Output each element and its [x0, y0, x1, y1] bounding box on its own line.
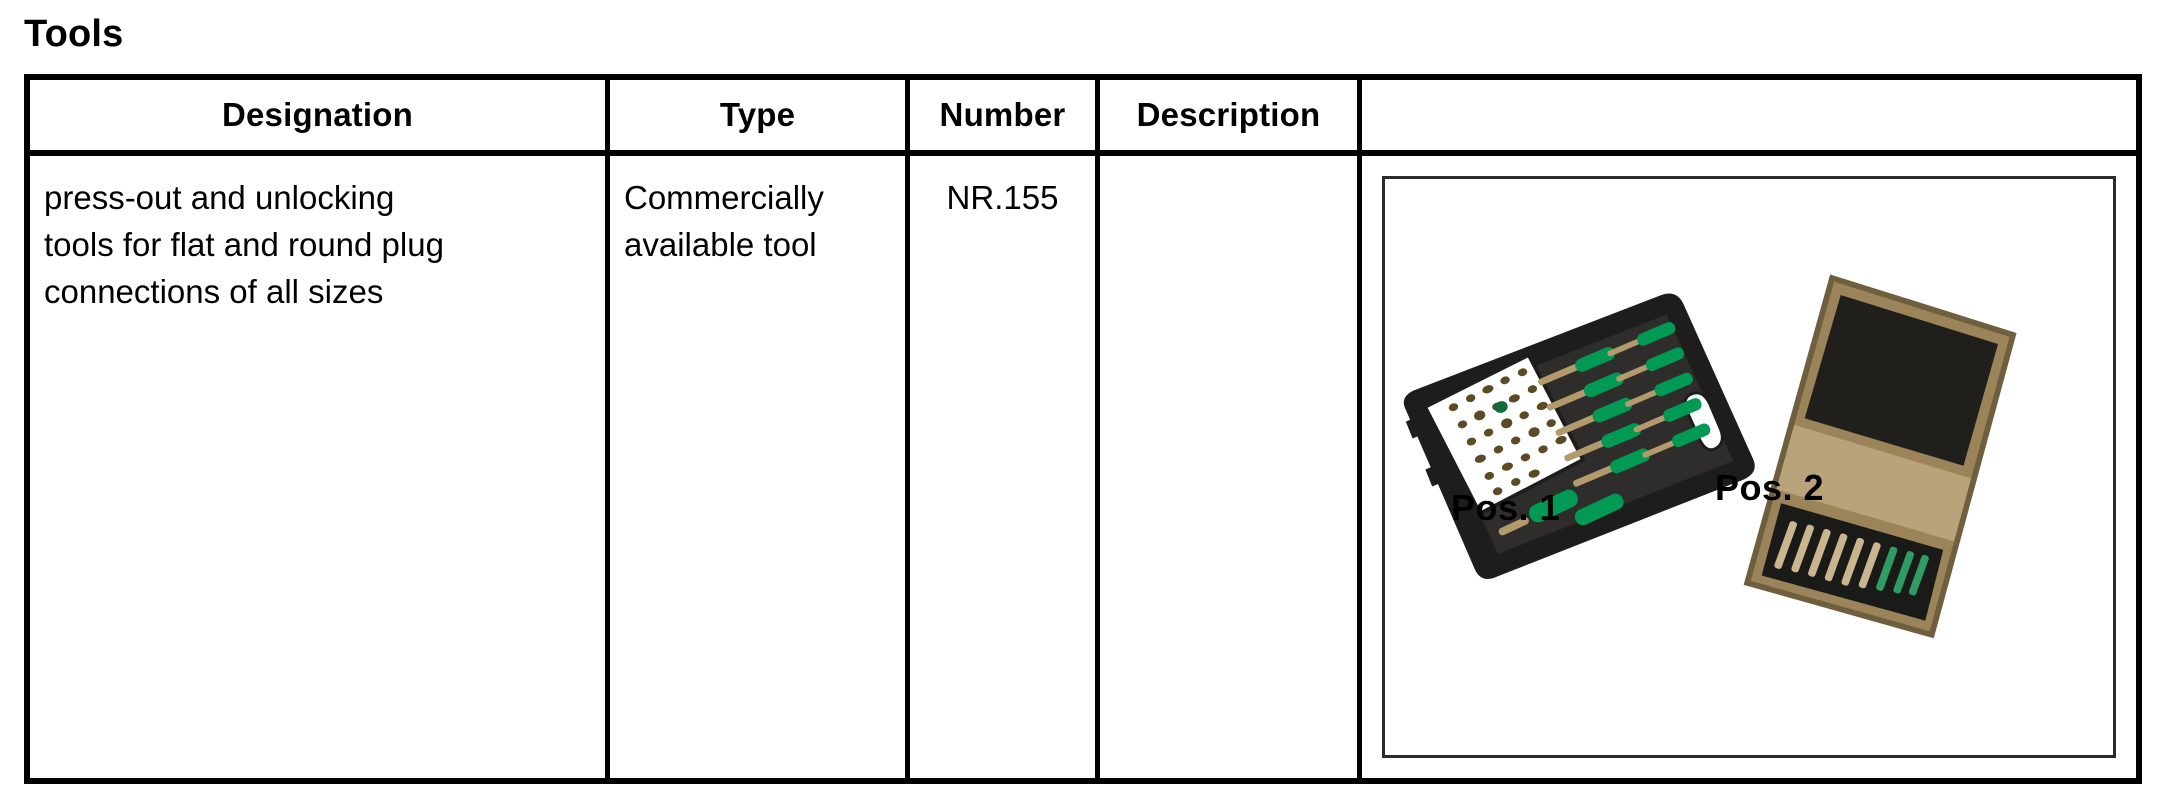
- tool-cases-illustration: [1403, 274, 2017, 639]
- column-header-description: Description: [1100, 80, 1362, 150]
- number-text: NR.155: [946, 179, 1059, 216]
- cell-image: Pos. 1 Pos. 2: [1362, 156, 2136, 778]
- type-text: Commercially available tool: [624, 179, 824, 263]
- table-inner: Designation Type Number Description pres…: [30, 80, 2136, 778]
- black-tool-case-icon: [1403, 293, 1755, 579]
- pos-2-label: Pos. 2: [1715, 467, 1825, 508]
- pos-1-label: Pos. 1: [1451, 487, 1561, 528]
- tools-table: Designation Type Number Description pres…: [24, 74, 2142, 784]
- column-header-type: Type: [610, 80, 910, 150]
- column-header-image: [1362, 80, 2136, 150]
- tan-tool-case-icon: [1743, 274, 2017, 639]
- cell-number: NR.155: [910, 156, 1100, 778]
- cell-designation: press-out and unlocking tools for flat a…: [30, 156, 610, 778]
- cell-description: [1100, 156, 1362, 778]
- column-header-designation: Designation: [30, 80, 610, 150]
- table-header-row: Designation Type Number Description: [30, 80, 2136, 156]
- page-title: Tools: [24, 13, 124, 55]
- tool-picture-frame: Pos. 1 Pos. 2: [1382, 176, 2116, 758]
- cell-type: Commercially available tool: [610, 156, 910, 778]
- column-header-number: Number: [910, 80, 1100, 150]
- table-row: press-out and unlocking tools for flat a…: [30, 156, 2136, 778]
- designation-text: press-out and unlocking tools for flat a…: [44, 179, 444, 310]
